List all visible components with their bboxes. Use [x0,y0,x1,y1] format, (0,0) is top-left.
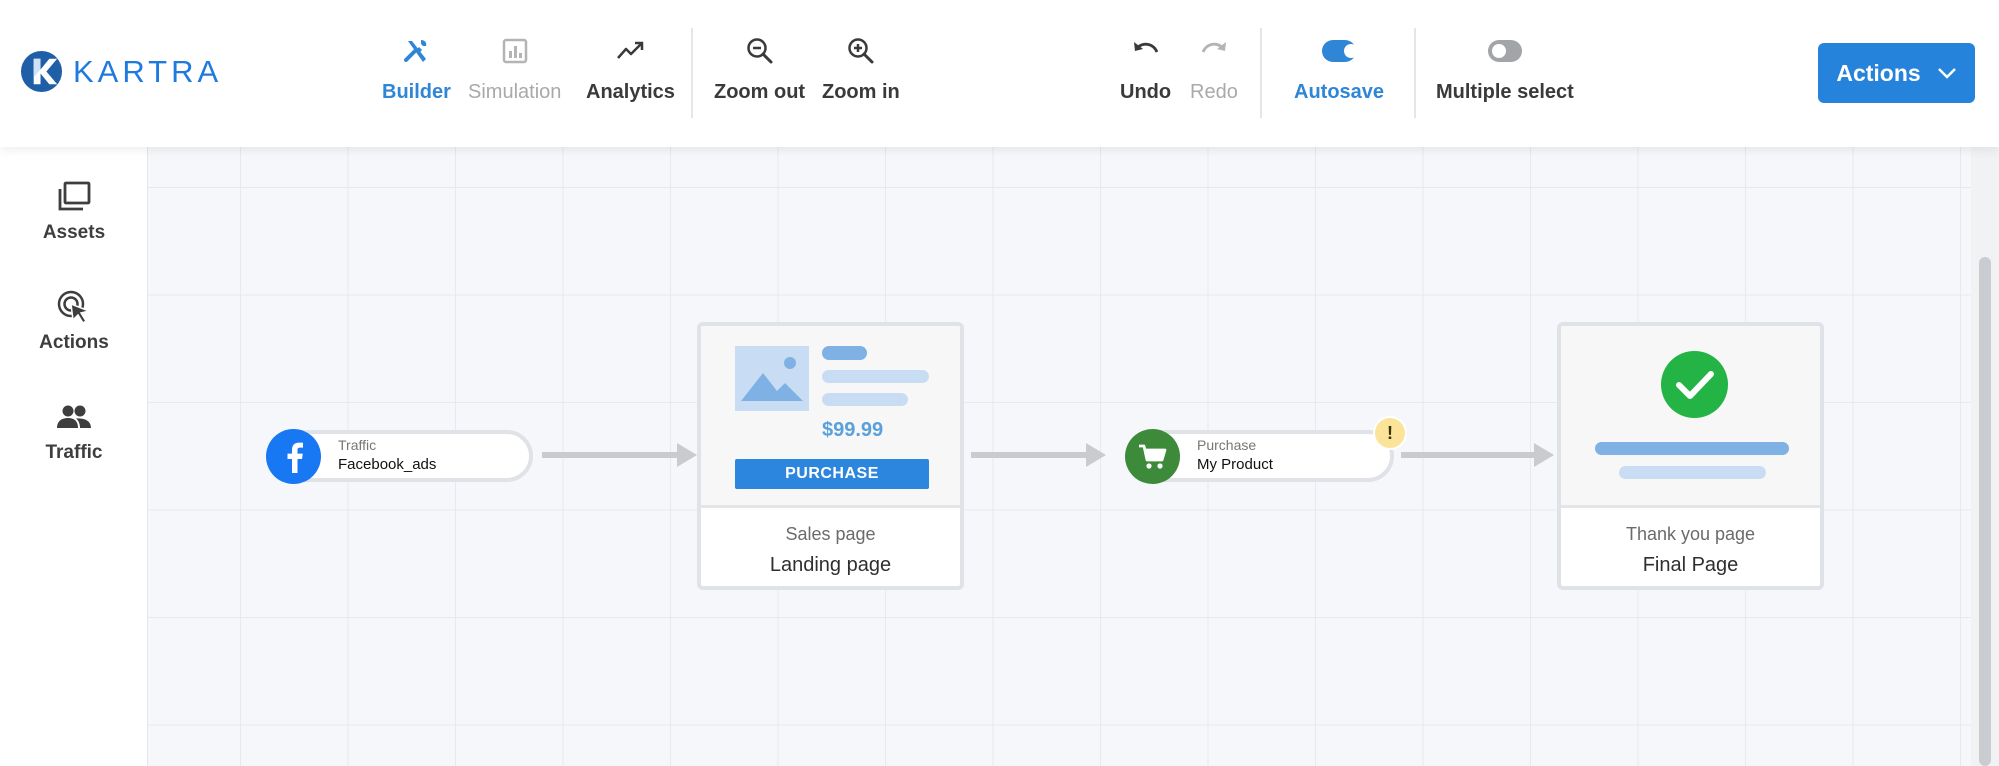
text-bar [822,370,929,383]
facebook-icon [266,429,321,484]
zoom-in-label: Zoom in [822,81,900,103]
kartra-logo[interactable]: KARTRA [20,50,222,93]
toggle-off-icon [1487,34,1522,68]
redo-button[interactable]: Redo [1190,34,1238,104]
thank-you-page-name: Final Page [1642,554,1739,576]
heading-bar [1595,442,1789,455]
traffic-node[interactable]: Traffic Facebook_ads [266,429,533,484]
zoom-in-button[interactable]: Zoom in [822,34,900,104]
purchase-node-text: Purchase My Product [1197,437,1273,473]
cart-icon [1125,429,1180,484]
purchase-node-name: My Product [1197,456,1273,473]
price-label: $99.99 [822,419,884,441]
redo-label: Redo [1190,81,1238,103]
purchase-node[interactable]: Purchase My Product [1125,429,1394,484]
connector-arrow [971,443,1106,467]
toolbar-divider [691,28,693,118]
logo-text: KARTRA [73,53,223,89]
analytics-tab[interactable]: Analytics [586,34,675,104]
sales-page-preview: $99.99 PURCHASE [701,326,960,508]
connector-arrow [542,443,697,467]
sidebar-item-assets[interactable]: Assets [0,177,148,244]
zoom-out-icon [743,34,777,68]
heading-bar [822,346,867,360]
traffic-node-text: Traffic Facebook_ads [338,437,436,473]
multiple-select-label: Multiple select [1436,81,1574,103]
autosave-toggle[interactable]: Autosave [1294,34,1384,104]
traffic-node-name: Facebook_ads [338,456,437,473]
cursor-click-icon [54,287,94,327]
sidebar-item-label: Assets [42,222,106,243]
people-icon [54,397,94,437]
tools-icon [399,34,433,68]
left-sidebar: Assets Actions Traffic [0,147,148,766]
sidebar-item-label: Traffic [45,442,103,463]
chart-box-icon [498,34,532,68]
thank-you-page-node[interactable]: Thank you page Final Page [1557,322,1824,590]
text-bar [822,393,908,406]
vertical-scrollbar[interactable] [1971,147,1999,766]
sidebar-item-traffic[interactable]: Traffic [0,397,148,464]
undo-label: Undo [1120,81,1172,103]
analytics-label: Analytics [586,81,675,103]
checkmark-icon [1661,351,1728,418]
warning-badge-icon[interactable]: ! [1373,416,1407,450]
traffic-node-type: Traffic [338,437,377,453]
sidebar-item-actions[interactable]: Actions [0,287,148,354]
autosave-label: Autosave [1294,81,1385,103]
scrollbar-thumb[interactable] [1979,257,1991,766]
toolbar-divider [1414,28,1416,118]
multiple-select-toggle[interactable]: Multiple select [1436,34,1574,104]
undo-icon [1129,34,1163,68]
undo-button[interactable]: Undo [1120,34,1171,104]
text-bar [1619,466,1766,479]
purchase-button-preview: PURCHASE [735,459,929,489]
thank-you-page-preview [1561,326,1820,508]
sidebar-item-label: Actions [39,332,109,353]
zoom-out-label: Zoom out [714,81,806,103]
thank-you-page-type: Thank you page [1625,524,1756,544]
builder-label: Builder [382,81,451,103]
simulation-tab[interactable]: Simulation [468,34,561,104]
sales-page-name: Landing page [769,554,892,576]
image-placeholder-icon [735,346,809,411]
sales-page-node[interactable]: $99.99 PURCHASE Sales page Landing page [697,322,964,590]
toolbar-divider [1260,28,1262,118]
builder-tab[interactable]: Builder [382,34,451,104]
trending-up-icon [613,34,647,68]
assets-icon [54,177,94,217]
redo-icon [1197,34,1231,68]
kartra-logo-icon [20,50,63,93]
simulation-label: Simulation [468,81,562,103]
sales-page-type: Sales page [785,524,876,544]
zoom-out-button[interactable]: Zoom out [714,34,805,104]
zoom-in-icon [844,34,878,68]
top-toolbar: KARTRA Builder Simulation [0,0,1999,147]
toggle-on-icon [1322,34,1359,68]
chevron-down-icon [1937,68,1956,79]
purchase-node-type: Purchase [1197,437,1257,453]
connector-arrow [1401,443,1554,467]
actions-button-label: Actions [1836,59,1921,86]
actions-dropdown-button[interactable]: Actions [1818,43,1975,103]
